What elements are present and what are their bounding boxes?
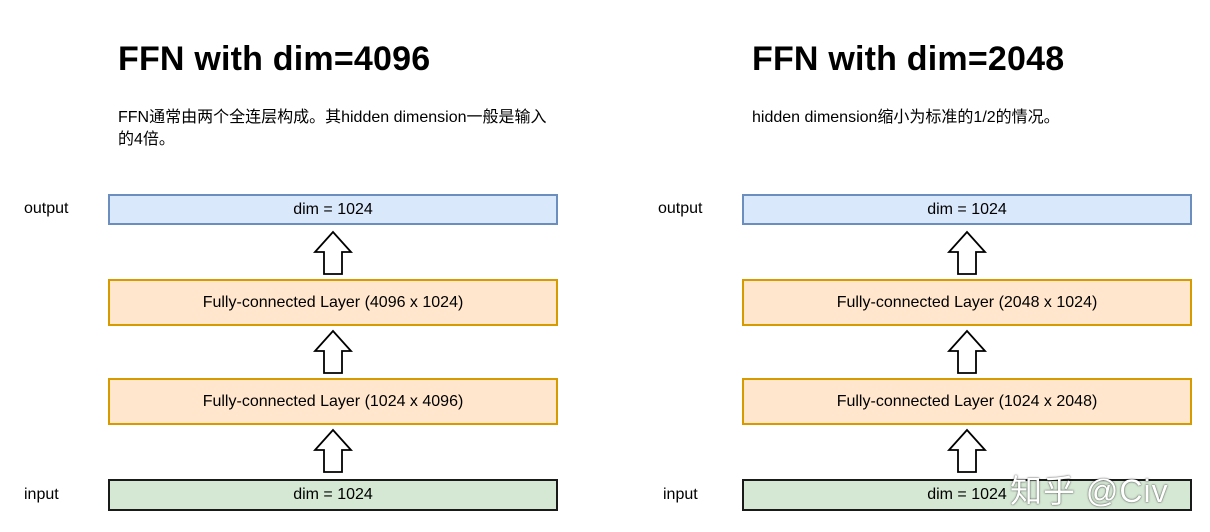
diagram-description: hidden dimension缩小为标准的1/2的情况。 <box>752 109 1060 126</box>
output-box: dim = 1024 <box>742 194 1192 225</box>
watermark: 知乎 @Civ <box>1010 473 1169 509</box>
up-arrow-icon <box>313 230 353 275</box>
diagram-description: FFN通常由两个全连层构成。其hidden dimension一般是输入的4倍。 <box>118 109 547 148</box>
up-arrow-icon <box>947 329 987 374</box>
input-box-text: dim = 1024 <box>293 486 373 503</box>
diagram-ffn-4096: FFN with dim=4096 FFN通常由两个全连层构成。其hidden … <box>24 40 558 511</box>
diagram-title: FFN with dim=2048 <box>752 40 1065 78</box>
input-box-text: dim = 1024 <box>927 486 1007 503</box>
output-box-text: dim = 1024 <box>927 200 1007 218</box>
up-arrow-icon <box>313 329 353 374</box>
input-label: input <box>663 486 698 503</box>
input-box: dim = 1024 <box>108 479 558 511</box>
output-box-text: dim = 1024 <box>293 200 373 218</box>
fully-connected-layer-top: Fully-connected Layer (2048 x 1024) <box>742 279 1192 326</box>
input-box: dim = 1024 <box>742 479 1192 511</box>
output-label: output <box>24 200 69 217</box>
fully-connected-layer-top-text: Fully-connected Layer (2048 x 1024) <box>836 293 1098 311</box>
up-arrow-icon <box>947 428 987 473</box>
fully-connected-layer-top-text: Fully-connected Layer (4096 x 1024) <box>202 293 464 311</box>
up-arrow-icon <box>947 230 987 275</box>
diagram-ffn-2048: FFN with dim=2048 hidden dimension缩小为标准的… <box>634 0 1210 532</box>
fully-connected-layer-bottom: Fully-connected Layer (1024 x 4096) <box>108 378 558 425</box>
output-label: output <box>658 200 703 217</box>
fully-connected-layer-top: Fully-connected Layer (4096 x 1024) <box>108 279 558 326</box>
up-arrow-icon <box>313 428 353 473</box>
fully-connected-layer-bottom-text: Fully-connected Layer (1024 x 4096) <box>202 392 464 410</box>
input-label: input <box>24 486 59 503</box>
diagram-title: FFN with dim=4096 <box>118 40 431 78</box>
output-box: dim = 1024 <box>108 194 558 225</box>
fully-connected-layer-bottom: Fully-connected Layer (1024 x 2048) <box>742 378 1192 425</box>
fully-connected-layer-bottom-text: Fully-connected Layer (1024 x 2048) <box>836 392 1098 410</box>
